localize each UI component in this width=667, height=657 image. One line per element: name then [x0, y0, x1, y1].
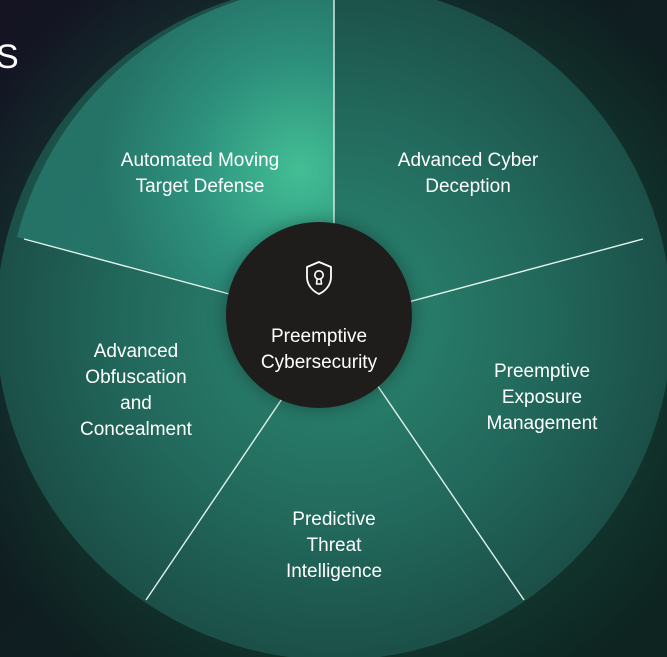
segment-label-line: Preemptive — [493, 361, 591, 382]
segment-label-line: Predictive — [292, 509, 376, 530]
segment-label-line: and — [120, 393, 152, 414]
segment-automated-moving-target-defense-bg — [17, 0, 334, 320]
center-hub[interactable]: Preemptive Cybersecurity — [226, 222, 412, 408]
segment-label-advanced-obfuscation-and-concealment[interactable]: Advanced Obfuscation and Concealment — [56, 339, 216, 443]
segment-label-predictive-threat-intelligence[interactable]: Predictive Threat Intelligence — [254, 507, 414, 585]
segment-label-line: Management — [486, 413, 598, 434]
segment-label-line: Exposure — [501, 387, 583, 408]
segment-label-automated-moving-target-defense[interactable]: Automated Moving Target Defense — [90, 148, 310, 200]
segment-label-line: Intelligence — [285, 561, 383, 582]
segment-label-line: Threat — [306, 535, 362, 556]
segment-label-line: Target Defense — [135, 176, 265, 197]
segment-label-line: Automated Moving — [120, 150, 280, 171]
segment-label-line: Deception — [425, 176, 511, 197]
shield-keyhole-icon — [306, 261, 332, 295]
segment-label-line: Advanced — [93, 341, 179, 362]
hub-title-line-2: Cybersecurity — [260, 352, 378, 373]
segment-label-line: Advanced Cyber — [397, 150, 539, 171]
segment-label-advanced-cyber-deception[interactable]: Advanced Cyber Deception — [358, 148, 578, 200]
hub-title-line-1: Preemptive — [270, 326, 368, 347]
segment-label-line: Obfuscation — [85, 367, 187, 388]
segment-label-line: Concealment — [80, 419, 192, 440]
hub-title: Preemptive Cybersecurity — [226, 324, 412, 376]
segment-label-preemptive-exposure-management[interactable]: Preemptive Exposure Management — [460, 359, 624, 437]
partial-heading-text: S — [0, 38, 19, 76]
